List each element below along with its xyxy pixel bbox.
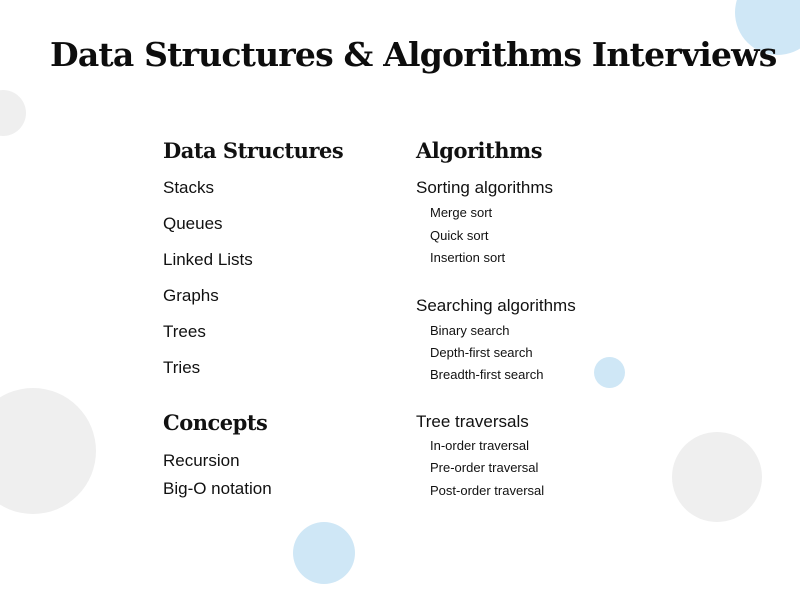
algorithms-heading: Algorithms xyxy=(416,138,543,163)
concept-item: Big-O notation xyxy=(163,479,272,498)
algorithm-item: Binary search xyxy=(430,323,510,338)
algorithm-group-label: Sorting algorithms xyxy=(416,178,554,197)
data-structure-item: Trees xyxy=(163,322,206,341)
data-structure-item: Tries xyxy=(163,358,201,377)
algorithm-group-label: Searching algorithms xyxy=(416,296,576,315)
algorithm-group-label: Tree traversals xyxy=(416,412,529,431)
algorithm-item: Post-order traversal xyxy=(430,483,545,498)
data-structure-item: Linked Lists xyxy=(163,250,253,269)
data-structures-heading: Data Structures xyxy=(163,138,344,163)
algorithm-item: Quick sort xyxy=(430,228,489,243)
decor-circle-left-small xyxy=(0,90,26,136)
decor-circle-right xyxy=(672,432,762,522)
concepts-heading: Concepts xyxy=(163,410,268,435)
page-title: Data Structures & Algorithms Interviews xyxy=(50,35,777,74)
data-structure-item: Stacks xyxy=(163,178,215,197)
algorithm-item: Pre-order traversal xyxy=(430,460,539,475)
algorithm-item: Depth-first search xyxy=(430,345,533,360)
decor-circle-bottom xyxy=(293,522,355,584)
decor-circle-left-large xyxy=(0,388,96,514)
algorithm-item: Merge sort xyxy=(430,205,493,220)
decor-circle-center-small xyxy=(594,357,625,388)
concept-item: Recursion xyxy=(163,451,240,470)
algorithm-item: In-order traversal xyxy=(430,438,529,453)
algorithm-item: Insertion sort xyxy=(430,250,506,265)
data-structure-item: Queues xyxy=(163,214,223,233)
data-structure-item: Graphs xyxy=(163,286,219,305)
algorithm-item: Breadth-first search xyxy=(430,367,544,382)
